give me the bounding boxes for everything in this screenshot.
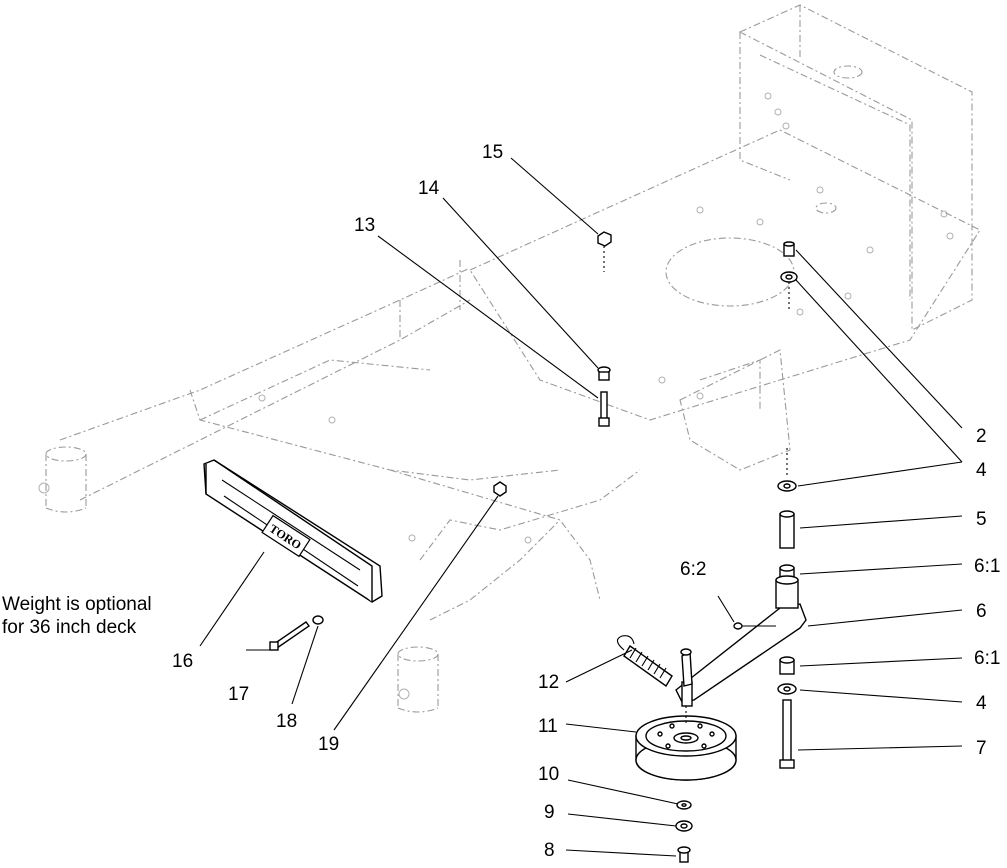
- frame-ghost: [38, 4, 981, 713]
- part-17-bolt: [269, 621, 310, 651]
- part-4-washer-upper: [780, 271, 798, 310]
- callout-6-1-a: 6:1: [974, 556, 1000, 577]
- part-6-idler-arm: [675, 575, 807, 707]
- toro-logo: TORO: [261, 514, 311, 558]
- callout-18: 18: [276, 711, 297, 732]
- part-9-washer: [675, 820, 693, 832]
- callout-15: 15: [482, 142, 503, 163]
- part-8-bolt: [677, 846, 691, 863]
- part-4-washer-lower: [777, 683, 797, 695]
- callout-6-1-b: 6:1: [974, 648, 1000, 669]
- part-2-spacer-upper: [783, 241, 795, 257]
- callout-10: 10: [538, 764, 559, 785]
- callout-17: 17: [228, 684, 249, 705]
- callout-13: 13: [354, 215, 375, 236]
- part-5-spacer: [779, 510, 795, 549]
- part-6-2-grease-fitting: [733, 622, 743, 630]
- part-12-spring: [616, 635, 673, 688]
- weight-note-line2: for 36 inch deck: [2, 617, 137, 638]
- leader-lines: [199, 157, 963, 857]
- callout-6: 6: [976, 601, 987, 622]
- part-11-pulley: [635, 706, 737, 781]
- callout-2: 2: [976, 426, 987, 447]
- part-13-bolt: [598, 391, 610, 427]
- callout-7: 7: [976, 738, 987, 759]
- part-18-washer: [312, 615, 324, 625]
- callout-14: 14: [418, 178, 440, 199]
- callout-12: 12: [538, 672, 559, 693]
- callout-8: 8: [544, 840, 555, 861]
- part-7-pivot-bolt: [779, 699, 795, 769]
- callout-6-2: 6:2: [680, 559, 706, 580]
- weight-note: Weight is optional for 36 inch deck: [2, 593, 152, 639]
- callout-4-b: 4: [976, 693, 987, 714]
- part-10-washer: [676, 800, 692, 810]
- weight-note-line1: Weight is optional: [2, 594, 152, 615]
- part-16-weight: TORO: [203, 459, 383, 603]
- callout-19: 19: [318, 734, 339, 755]
- part-14-washer: [597, 366, 611, 381]
- part-15-nut: [597, 231, 612, 272]
- part-4-washer-right: [777, 448, 797, 492]
- callout-4-a: 4: [976, 460, 987, 481]
- callouts: 15 14 13 2 4 5 6:1 6:2 6 6:1 4 7 12 11 1…: [172, 142, 1000, 861]
- callout-16: 16: [172, 651, 193, 672]
- callout-11: 11: [538, 716, 558, 737]
- callout-5: 5: [976, 509, 987, 530]
- part-6-1-bushing-lower: [779, 656, 795, 675]
- part-19-nut: [493, 481, 507, 497]
- callout-9: 9: [544, 802, 555, 823]
